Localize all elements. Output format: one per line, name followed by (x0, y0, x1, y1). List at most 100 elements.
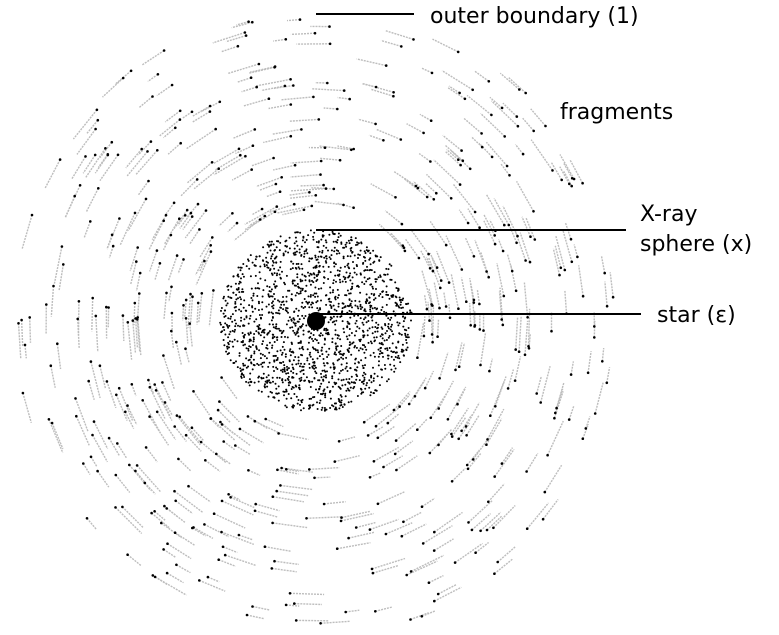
fragment-trail (248, 66, 275, 74)
fragment-trail (184, 299, 187, 318)
fragment-dot (121, 505, 124, 509)
fragment-trail (83, 221, 91, 238)
fragment-trail (235, 145, 254, 155)
fragment-trail (133, 302, 136, 326)
fragment-dot (126, 553, 129, 556)
fragment-trail (493, 197, 510, 226)
xray-particle (287, 375, 290, 378)
xray-particle (340, 379, 343, 382)
xray-particle (332, 363, 335, 366)
xray-particle (324, 370, 327, 373)
fragment-dot (448, 316, 452, 320)
xray-particle (402, 354, 405, 357)
fragment-trail (88, 380, 95, 400)
fragment-dot (560, 178, 563, 182)
fragment-dot (300, 128, 303, 131)
xray-particle (240, 277, 242, 280)
fragment-trail (64, 195, 76, 218)
xray-particle (402, 325, 405, 328)
fragment-dot (254, 502, 257, 506)
fragment-trail (427, 256, 441, 289)
xray-particle (373, 306, 376, 309)
fragment-trail (243, 98, 270, 107)
xray-particle (263, 385, 266, 388)
fragment-trail (448, 85, 460, 94)
xray-particle (404, 334, 407, 337)
fragment-trail (431, 257, 442, 281)
xray-particle (366, 269, 369, 272)
xray-particle (349, 316, 352, 319)
fragment-dot (58, 158, 62, 161)
fragment-trail (431, 305, 435, 343)
fragment-trail (228, 493, 241, 501)
fragment-dot (431, 340, 434, 344)
fragment-dot (584, 427, 588, 430)
xray-particle (337, 398, 340, 400)
fragment-trail (132, 320, 137, 353)
xray-particle (359, 317, 362, 320)
fragment-dot (470, 528, 474, 532)
xray-particle (304, 315, 307, 317)
xray-particle (303, 317, 305, 320)
xray-particle (278, 329, 281, 332)
fragment-dot (244, 34, 248, 37)
fragment-dot (559, 266, 563, 270)
xray-particle (388, 335, 391, 337)
xray-particle (337, 232, 340, 235)
fragment-dot (308, 468, 311, 471)
fragment-trail (102, 77, 124, 98)
xray-sphere-particles (219, 229, 413, 412)
xray-particle (313, 231, 316, 234)
xray-particle (315, 292, 318, 295)
fragment-dot (96, 118, 100, 122)
fragment-trail (420, 250, 431, 269)
fragment-trail (471, 292, 476, 327)
xray-particle (316, 307, 319, 310)
fragment-dot (141, 399, 144, 402)
xray-particle (279, 277, 282, 280)
fragment-dot (439, 286, 442, 290)
fragment-dot (107, 436, 111, 440)
xray-particle (317, 246, 320, 249)
fragment-trail (515, 316, 519, 350)
fragment-dot (505, 164, 509, 168)
fragment-trail (186, 128, 217, 150)
fragment-dot (541, 517, 545, 521)
xray-particle (288, 350, 291, 352)
xray-particle (300, 401, 303, 404)
xray-particle (325, 408, 328, 411)
xray-particle (338, 400, 341, 403)
xray-particle (295, 395, 298, 398)
fragment-trail (24, 344, 27, 359)
fragment-trail (421, 67, 433, 74)
xray-particle (365, 348, 368, 351)
xray-particle (276, 368, 279, 370)
fragment-dot (91, 296, 94, 300)
xray-particle (263, 355, 266, 358)
fragment-trail (521, 216, 532, 237)
xray-particle (265, 260, 268, 263)
fragment-dot (185, 208, 189, 212)
fragment-dot (178, 217, 181, 220)
xray-particle (279, 241, 282, 244)
fragment-dot (118, 217, 121, 220)
xray-particle (259, 334, 262, 337)
fragment-trail (530, 108, 547, 127)
xray-particle (248, 267, 251, 270)
xray-particle (373, 298, 375, 301)
xray-particle (262, 329, 265, 331)
xray-particle (236, 340, 239, 343)
xray-particle (319, 308, 322, 311)
fragment-trail (373, 446, 400, 462)
fragment-trail (384, 210, 403, 225)
fragment-trail (489, 380, 505, 416)
xray-particle (340, 404, 343, 406)
fragment-trail (272, 496, 305, 503)
xray-particle (344, 305, 347, 308)
fragment-trail (21, 214, 33, 250)
fragment-dot (485, 270, 488, 273)
xray-particle (320, 376, 323, 379)
xray-particle (372, 294, 375, 297)
xray-particle (350, 353, 353, 356)
xray-particle (299, 340, 302, 343)
